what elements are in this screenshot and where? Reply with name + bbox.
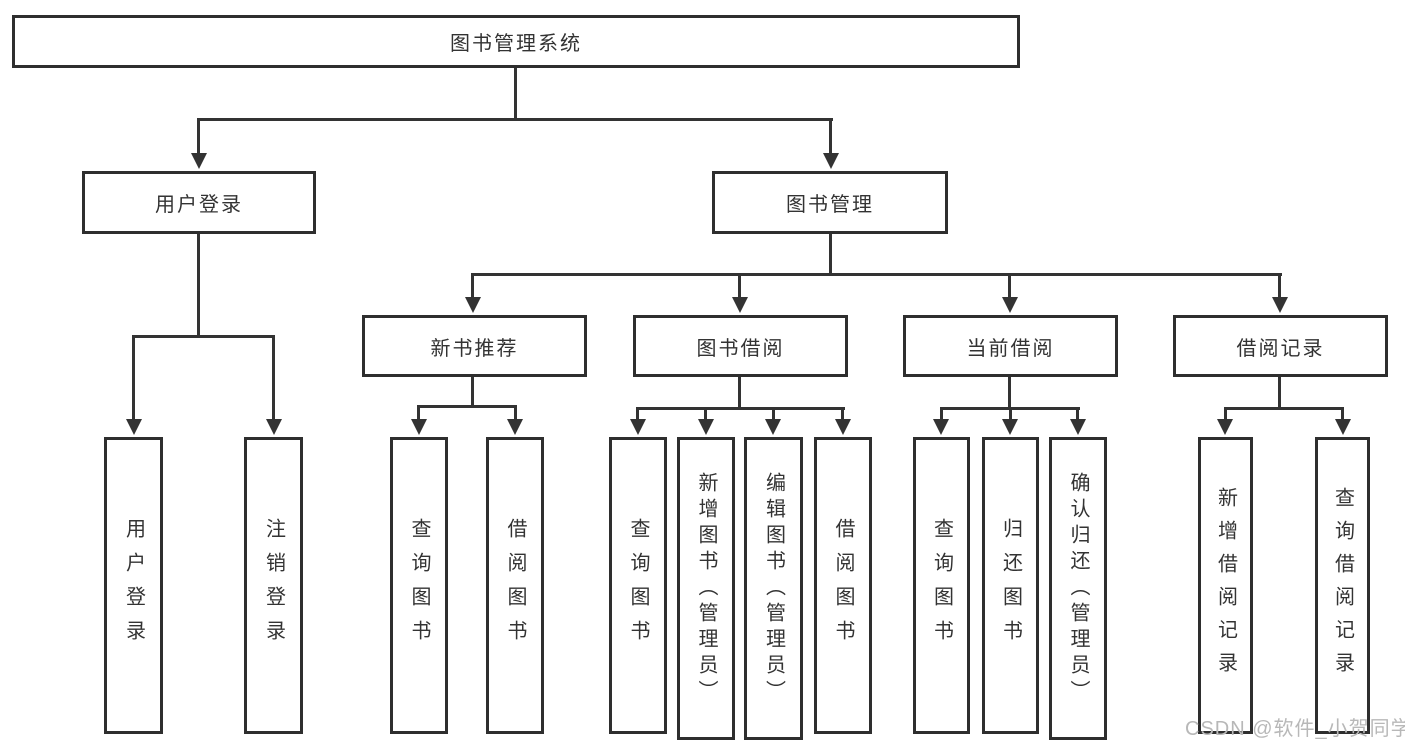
leaf-query-books-recommend: 查询图书	[390, 437, 448, 734]
arrow-down-icon	[1217, 419, 1233, 435]
leaf-label: 确认归还（管理员）	[1067, 471, 1089, 706]
arrow-down-icon	[191, 153, 207, 169]
arrow-down-icon	[732, 297, 748, 313]
arrow-down-icon	[1272, 297, 1288, 313]
leaf-add-book-admin: 新增图书（管理员）	[677, 437, 735, 740]
connector-line	[132, 335, 275, 338]
arrow-down-icon	[266, 419, 282, 435]
connector-line	[272, 335, 275, 419]
leaf-edit-book-admin: 编辑图书（管理员）	[744, 437, 803, 740]
watermark: CSDN @软件_小贺同学	[1185, 718, 1405, 740]
leaf-label: 用户登录	[122, 517, 145, 654]
leaf-label: 新增图书（管理员）	[695, 471, 717, 706]
node-current-borrowing: 当前借阅	[903, 315, 1118, 377]
leaf-label: 查询图书	[627, 517, 649, 654]
leaf-confirm-return-admin: 确认归还（管理员）	[1049, 437, 1107, 740]
arrow-down-icon	[465, 297, 481, 313]
leaf-borrow-books-borrowing: 借阅图书	[814, 437, 872, 734]
connector-line	[471, 273, 1282, 276]
connector-line	[417, 405, 420, 419]
arrow-down-icon	[126, 419, 142, 435]
connector-line	[772, 407, 775, 419]
connector-line	[738, 377, 741, 407]
connector-line	[1224, 407, 1344, 410]
leaf-query-borrow-record: 查询借阅记录	[1315, 437, 1370, 734]
leaf-label: 借阅图书	[832, 517, 854, 654]
connector-line	[514, 68, 517, 118]
leaf-label: 归还图书	[999, 517, 1022, 654]
arrow-down-icon	[933, 419, 949, 435]
connector-line	[829, 118, 832, 154]
connector-line	[829, 234, 832, 273]
connector-line	[1008, 377, 1011, 407]
arrow-down-icon	[765, 419, 781, 435]
leaf-logout: 注销登录	[244, 437, 303, 734]
leaf-label: 新增借阅记录	[1214, 486, 1237, 685]
arrow-down-icon	[835, 419, 851, 435]
connector-line	[1008, 273, 1011, 298]
connector-line	[738, 273, 741, 298]
connector-line	[514, 405, 517, 419]
leaf-query-books-borrowing: 查询图书	[609, 437, 667, 734]
leaf-return-books: 归还图书	[982, 437, 1039, 734]
connector-line	[704, 407, 707, 419]
node-library-system: 图书管理系统	[12, 15, 1020, 68]
leaf-label: 注销登录	[262, 517, 285, 654]
node-borrowing-records: 借阅记录	[1173, 315, 1388, 377]
arrow-down-icon	[411, 419, 427, 435]
leaf-query-books-current: 查询图书	[913, 437, 970, 734]
node-book-management: 图书管理	[712, 171, 948, 234]
leaf-add-borrow-record: 新增借阅记录	[1198, 437, 1253, 734]
connector-line	[197, 234, 200, 335]
connector-line	[1009, 407, 1012, 419]
arrow-down-icon	[1002, 419, 1018, 435]
connector-line	[1224, 407, 1227, 419]
leaf-user-login: 用户登录	[104, 437, 163, 734]
leaf-label: 查询借阅记录	[1331, 486, 1354, 685]
leaf-label: 查询图书	[930, 517, 953, 654]
connector-line	[132, 335, 135, 419]
connector-line	[471, 377, 474, 405]
connector-line	[417, 405, 517, 408]
arrow-down-icon	[1335, 419, 1351, 435]
leaf-label: 编辑图书（管理员）	[762, 471, 785, 706]
connector-line	[1278, 377, 1281, 407]
arrow-down-icon	[1002, 297, 1018, 313]
connector-line	[1076, 407, 1079, 419]
leaf-label: 借阅图书	[504, 517, 526, 654]
arrow-down-icon	[630, 419, 646, 435]
connector-line	[197, 118, 200, 154]
arrow-down-icon	[1070, 419, 1086, 435]
connector-line	[940, 407, 943, 419]
connector-line	[197, 118, 833, 121]
arrow-down-icon	[823, 153, 839, 169]
node-user-login: 用户登录	[82, 171, 316, 234]
leaf-borrow-books-recommend: 借阅图书	[486, 437, 544, 734]
node-new-book-recommend: 新书推荐	[362, 315, 587, 377]
connector-line	[471, 273, 474, 298]
connector-line	[841, 407, 844, 419]
connector-line	[1278, 273, 1281, 298]
node-book-borrowing: 图书借阅	[633, 315, 848, 377]
connector-line	[636, 407, 845, 410]
arrow-down-icon	[507, 419, 523, 435]
connector-line	[636, 407, 639, 419]
arrow-down-icon	[698, 419, 714, 435]
leaf-label: 查询图书	[408, 517, 430, 654]
connector-line	[1341, 407, 1344, 419]
